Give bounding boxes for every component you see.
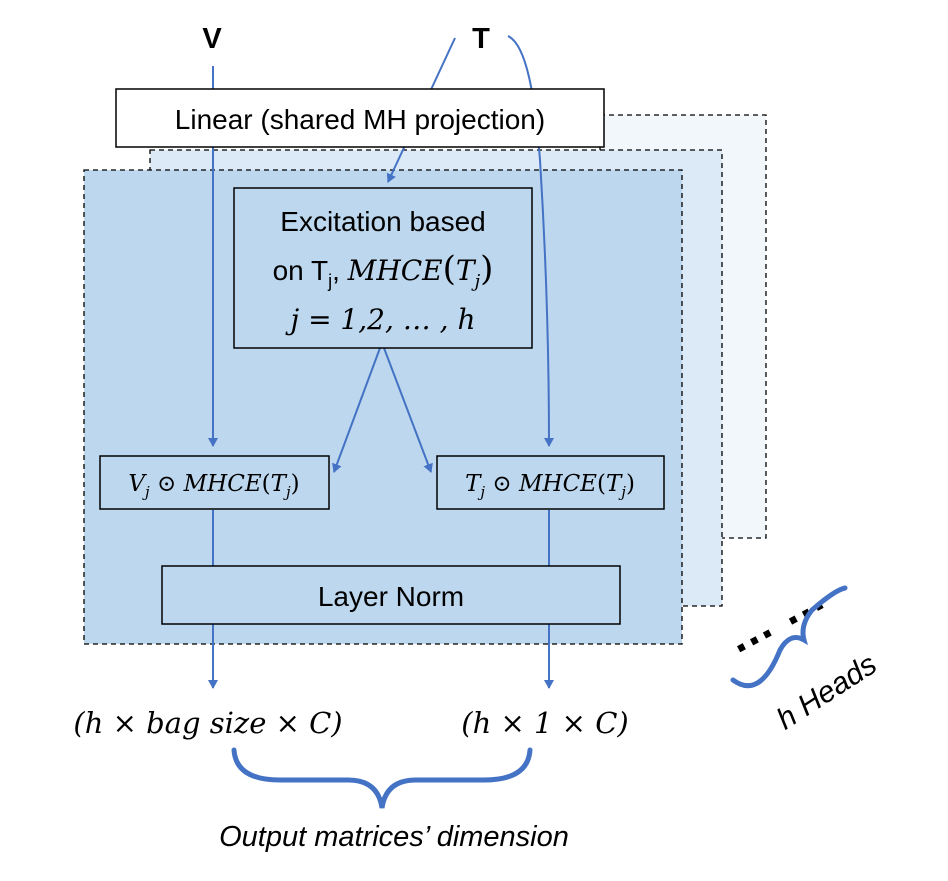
heads-label: h Heads bbox=[771, 648, 883, 737]
excitation-line-3: j = 1,2, … , h bbox=[284, 303, 475, 336]
t-flow-arrow bbox=[507, 35, 554, 447]
v-product-arg: T bbox=[271, 471, 288, 497]
t-product-fn: MHCE bbox=[518, 471, 597, 497]
heads-dots: … … bbox=[716, 568, 833, 663]
v-product-close: ) bbox=[291, 471, 300, 497]
excitation-line-1: Excitation based bbox=[280, 206, 485, 237]
excitation-separator: , bbox=[332, 255, 348, 286]
t-output-dimension: (h × 1 × C) bbox=[461, 706, 628, 740]
t-product-open: ( bbox=[597, 471, 606, 497]
t-product-close: ) bbox=[626, 471, 635, 497]
v-output-dimension: (h × bag size × C) bbox=[73, 706, 342, 740]
excitation-open-paren: ( bbox=[443, 249, 456, 289]
t-product-op: ⊙ bbox=[485, 471, 519, 497]
excitation-to-t-product-arrow bbox=[383, 347, 433, 473]
layer-norm-label: Layer Norm bbox=[318, 581, 464, 612]
v-product-box bbox=[99, 455, 330, 510]
v-product-open: ( bbox=[262, 471, 271, 497]
excitation-to-v-product-arrow bbox=[332, 347, 381, 473]
v-product-formula: Vj ⊙ MHCE(Tj) bbox=[128, 471, 299, 501]
excitation-arg-subscript: j bbox=[471, 271, 481, 292]
excitation-mhce: MHCE bbox=[347, 254, 443, 287]
v-product-var: V bbox=[128, 471, 147, 497]
t-product-arg-sub: j bbox=[618, 483, 626, 501]
v-product-arg-sub: j bbox=[283, 483, 291, 501]
output-caption: Output matrices’ dimension bbox=[219, 821, 569, 853]
output-brace bbox=[231, 747, 533, 809]
input-t-label: T bbox=[472, 23, 490, 55]
linear-label: Linear (shared MH projection) bbox=[175, 104, 545, 135]
excitation-close-paren: ) bbox=[480, 249, 493, 289]
t-product-var: T bbox=[465, 471, 482, 497]
excitation-on-t-subscript: j bbox=[327, 271, 332, 291]
linear-box bbox=[115, 88, 605, 148]
v-product-fn: MHCE bbox=[183, 471, 262, 497]
t-product-box bbox=[436, 455, 665, 510]
t-product-arg: T bbox=[606, 471, 623, 497]
v-product-op: ⊙ bbox=[150, 471, 184, 497]
input-v-label: V bbox=[202, 23, 222, 55]
excitation-box bbox=[233, 187, 533, 349]
excitation-line-2: on Tj, MHCE(Tj) bbox=[273, 249, 494, 292]
t-product-var-sub: j bbox=[477, 483, 485, 501]
excitation-on-t: on T bbox=[273, 255, 329, 286]
t-product-formula: Tj ⊙ MHCE(Tj) bbox=[465, 471, 635, 501]
layer-norm-box bbox=[161, 565, 621, 625]
heads-brace bbox=[730, 585, 848, 689]
v-product-var-sub: j bbox=[142, 483, 150, 501]
excitation-arg: T bbox=[456, 254, 477, 287]
